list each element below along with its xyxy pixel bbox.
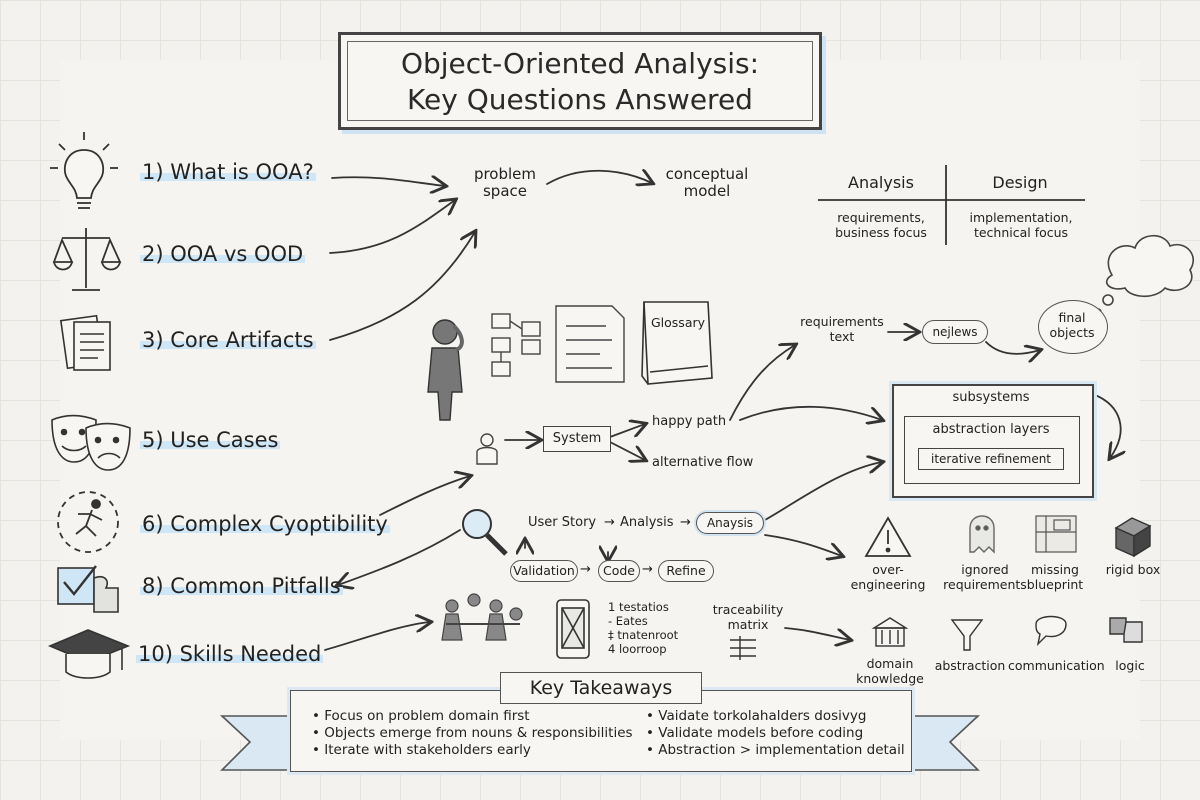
design-body: implementation, technical focus [969, 210, 1073, 240]
skill-communication: communication [1008, 658, 1105, 673]
pitfall-ignored-requirements: ignored requirements [943, 562, 1027, 592]
question-ooa-vs-ood: 2) OOA vs OOD [140, 242, 306, 266]
phone-icon [556, 599, 590, 659]
final-objects-bubble [1038, 300, 1108, 354]
funnel-icon [950, 619, 984, 651]
skills-list-item: - Eates [608, 614, 648, 628]
takeaways-right: • Vaidate torkolahalders dosivyg • Valid… [646, 708, 908, 759]
matrix-icon [730, 636, 756, 660]
final-objects-label: final objects [1049, 310, 1095, 340]
arrow-problem-to-model [546, 171, 652, 184]
ghost-icon [969, 515, 995, 554]
takeaway-item: • Validate models before coding [646, 725, 864, 741]
question-common-pitfalls: 8) Common Pitfalls [140, 574, 343, 598]
title-box: Object-Oriented Analysis: Key Questions … [338, 32, 822, 130]
bank-icon [871, 617, 909, 647]
skills-list: 1 testatios - Eates ‡ tnatenroot 4 loorr… [608, 600, 708, 656]
arrow-ood-to-problem [329, 200, 455, 254]
theater-masks-icon [51, 414, 131, 471]
skill-logic: logic [1115, 658, 1145, 673]
analysis-header: Analysis [848, 173, 914, 192]
user-icon [476, 433, 498, 465]
question-core-artifacts: 3) Core Artifacts [140, 328, 316, 352]
arrow-label-3: → [580, 562, 591, 577]
glossary-label: Glossary [650, 315, 706, 330]
graduation-cap-icon [47, 629, 131, 679]
scales-icon [52, 228, 122, 291]
conceptual-model-label: conceptual model [665, 165, 749, 200]
happy-path-label: happy path [652, 414, 727, 429]
alternative-flow-label: alternative flow [652, 455, 754, 470]
traceability-matrix-label: traceability matrix [712, 602, 784, 632]
system-box: System [543, 426, 611, 452]
thinking-person-icon [427, 319, 464, 421]
document-icon [555, 305, 625, 383]
meeting-icon [441, 593, 523, 641]
magnifier-icon [462, 509, 508, 556]
class-diagram-icon [491, 313, 541, 377]
question-skills-needed: 10) Skills Needed [136, 642, 324, 666]
pitfall-over-engineering: over-engineering [850, 562, 926, 592]
takeaways-left: • Focus on problem domain first • Object… [312, 708, 642, 759]
refine-box: Refine [658, 560, 714, 582]
arrow-label-1: → [604, 515, 615, 530]
skills-list-item: 1 testatios [608, 600, 669, 614]
skills-list-item: 4 loorroop [608, 642, 667, 656]
arrow-artifacts-to-problem [329, 232, 475, 341]
title-line-2: Key Questions Answered [407, 83, 753, 116]
puzzle-check-icon [57, 565, 119, 613]
arrow-label-4: → [642, 562, 653, 577]
blueprint-icon [1035, 515, 1077, 553]
question-what-is-ooa: 1) What is OOA? [140, 160, 316, 184]
pitfall-missing-blueprint: missing blueprint [1026, 562, 1084, 592]
abstraction-layers-label: abstraction layers [932, 422, 1050, 437]
problem-space-label: problem space [473, 165, 537, 200]
skills-list-item: ‡ tnatenroot [608, 628, 679, 642]
user-story-label: User Story [528, 515, 597, 530]
takeaway-item: • Focus on problem domain first [312, 708, 530, 724]
takeaway-item: • Objects emerge from nouns & responsibi… [312, 725, 633, 741]
analysis-step-label: Analysis [620, 515, 674, 530]
takeaway-item: • Abstraction > implementation detail [646, 742, 905, 758]
puzzle-icon [1109, 617, 1143, 643]
warning-icon [864, 516, 912, 557]
requirements-text-label: requirements text [800, 314, 884, 344]
pitfall-rigid-box: rigid box [1105, 562, 1161, 577]
lightbulb-icon [50, 132, 118, 209]
analysis-box: Anaysis [696, 512, 764, 534]
iterative-refinement-box: iterative refinement loop [918, 448, 1064, 470]
skill-domain-knowledge: domain knowledge [856, 656, 924, 686]
question-complex: 6) Complex Cyoptibility [140, 512, 390, 536]
design-header: Design [992, 173, 1048, 192]
ribbon-ends [219, 715, 981, 771]
takeaway-item: • Vaidate torkolahalders dosivyg [646, 708, 867, 724]
validation-box: Validation [510, 560, 578, 582]
arrow-ooa-to-problem [331, 177, 445, 186]
speech-bubble-icon [1035, 615, 1067, 647]
takeaways-heading: Key Takeaways [500, 672, 702, 704]
cube-icon [1114, 517, 1152, 558]
takeaway-item: • Iterate with stakeholders early [312, 742, 531, 758]
documents-icon [59, 314, 111, 371]
thought-cloud-icon [1106, 234, 1194, 298]
skill-abstraction: abstraction [934, 658, 1006, 673]
analysis-body: requirements, business focus [835, 210, 927, 240]
arrow-label-2: → [680, 515, 691, 530]
title-line-1: Object-Oriented Analysis: [400, 47, 760, 80]
subsystems-label: subsystems [952, 390, 1030, 405]
book-icon [641, 301, 713, 385]
code-box: Code [598, 560, 640, 582]
nouns-pill: nejlews [922, 320, 988, 344]
question-use-cases: 5) Use Cases [140, 428, 281, 452]
running-person-icon [57, 491, 119, 553]
